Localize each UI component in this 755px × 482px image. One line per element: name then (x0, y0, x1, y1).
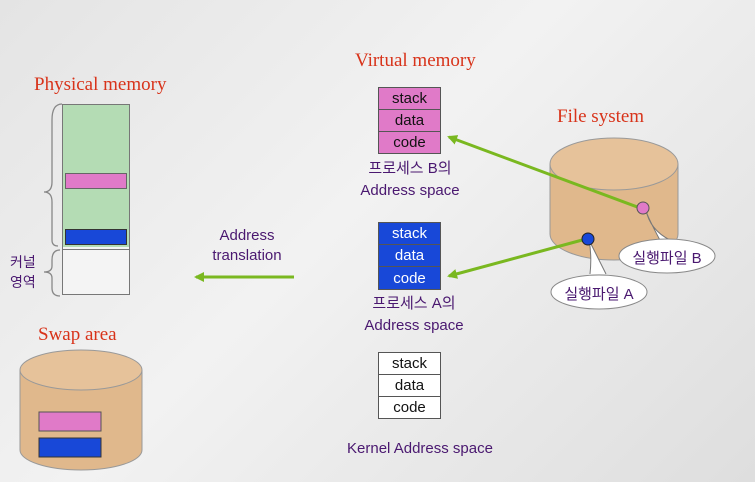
process-b-caption: 프로세스 B의 Address space (330, 158, 490, 202)
exec-b-callout (618, 238, 716, 274)
process-a-address-space: stack data code (378, 222, 441, 290)
kernel-stack-segment: stack (378, 352, 441, 375)
process-a-stack-segment: stack (378, 222, 441, 245)
exec-b-dot (636, 201, 650, 215)
swap-area-title: Swap area (38, 324, 117, 345)
process-b-stack-segment: stack (378, 87, 441, 110)
address-translation-line1: Address (219, 227, 275, 244)
process-a-caption-line2: Address space (364, 317, 464, 334)
virtual-memory-title: Virtual memory (355, 50, 476, 71)
kernel-area-label-line1: 커널 (10, 254, 36, 270)
kernel-area-label-line2: 영역 (10, 274, 36, 290)
address-translation-line2: translation (212, 247, 282, 264)
physical-memory-title: Physical memory (34, 74, 167, 95)
kernel-code-segment: code (378, 396, 441, 419)
swap-page-process-b (38, 411, 102, 432)
process-a-caption-line1: 프로세스 A의 (372, 295, 456, 312)
kernel-caption: Kernel Address space (347, 440, 493, 457)
kernel-area-label: 커널 영역 (10, 252, 36, 292)
process-b-code-segment: code (378, 131, 441, 154)
exec-a-dot (581, 232, 595, 246)
exec-a-load-arrow (447, 237, 587, 279)
process-a-code-segment: code (378, 266, 441, 290)
exec-a-label: 실행파일 A (564, 286, 634, 303)
process-b-data-segment: data (378, 109, 441, 132)
file-system-title: File system (557, 106, 645, 127)
physical-page-process-b (65, 173, 127, 189)
process-a-data-segment: data (378, 244, 441, 267)
physical-memory-braces (43, 103, 63, 297)
user-space-brace (43, 103, 63, 247)
kernel-space-brace (43, 249, 61, 297)
address-translation-label: Address translation (192, 226, 302, 266)
kernel-data-segment: data (378, 374, 441, 397)
swap-page-process-a (38, 437, 102, 458)
physical-page-process-a (65, 229, 127, 245)
exec-b-load-arrow (447, 135, 641, 210)
physical-memory-block (62, 104, 130, 295)
exec-b-label: 실행파일 B (632, 250, 702, 267)
kernel-address-space: stack data code (378, 352, 441, 420)
exec-a-callout-pointer (588, 239, 607, 275)
swap-area-disk (19, 349, 143, 471)
exec-a-callout (550, 274, 648, 310)
process-a-caption: 프로세스 A의 Address space (334, 293, 494, 337)
physical-memory-kernel-region (62, 249, 130, 296)
process-b-caption-line1: 프로세스 B의 (368, 160, 452, 177)
process-b-caption-line2: Address space (360, 182, 460, 199)
process-b-address-space: stack data code (378, 87, 441, 155)
